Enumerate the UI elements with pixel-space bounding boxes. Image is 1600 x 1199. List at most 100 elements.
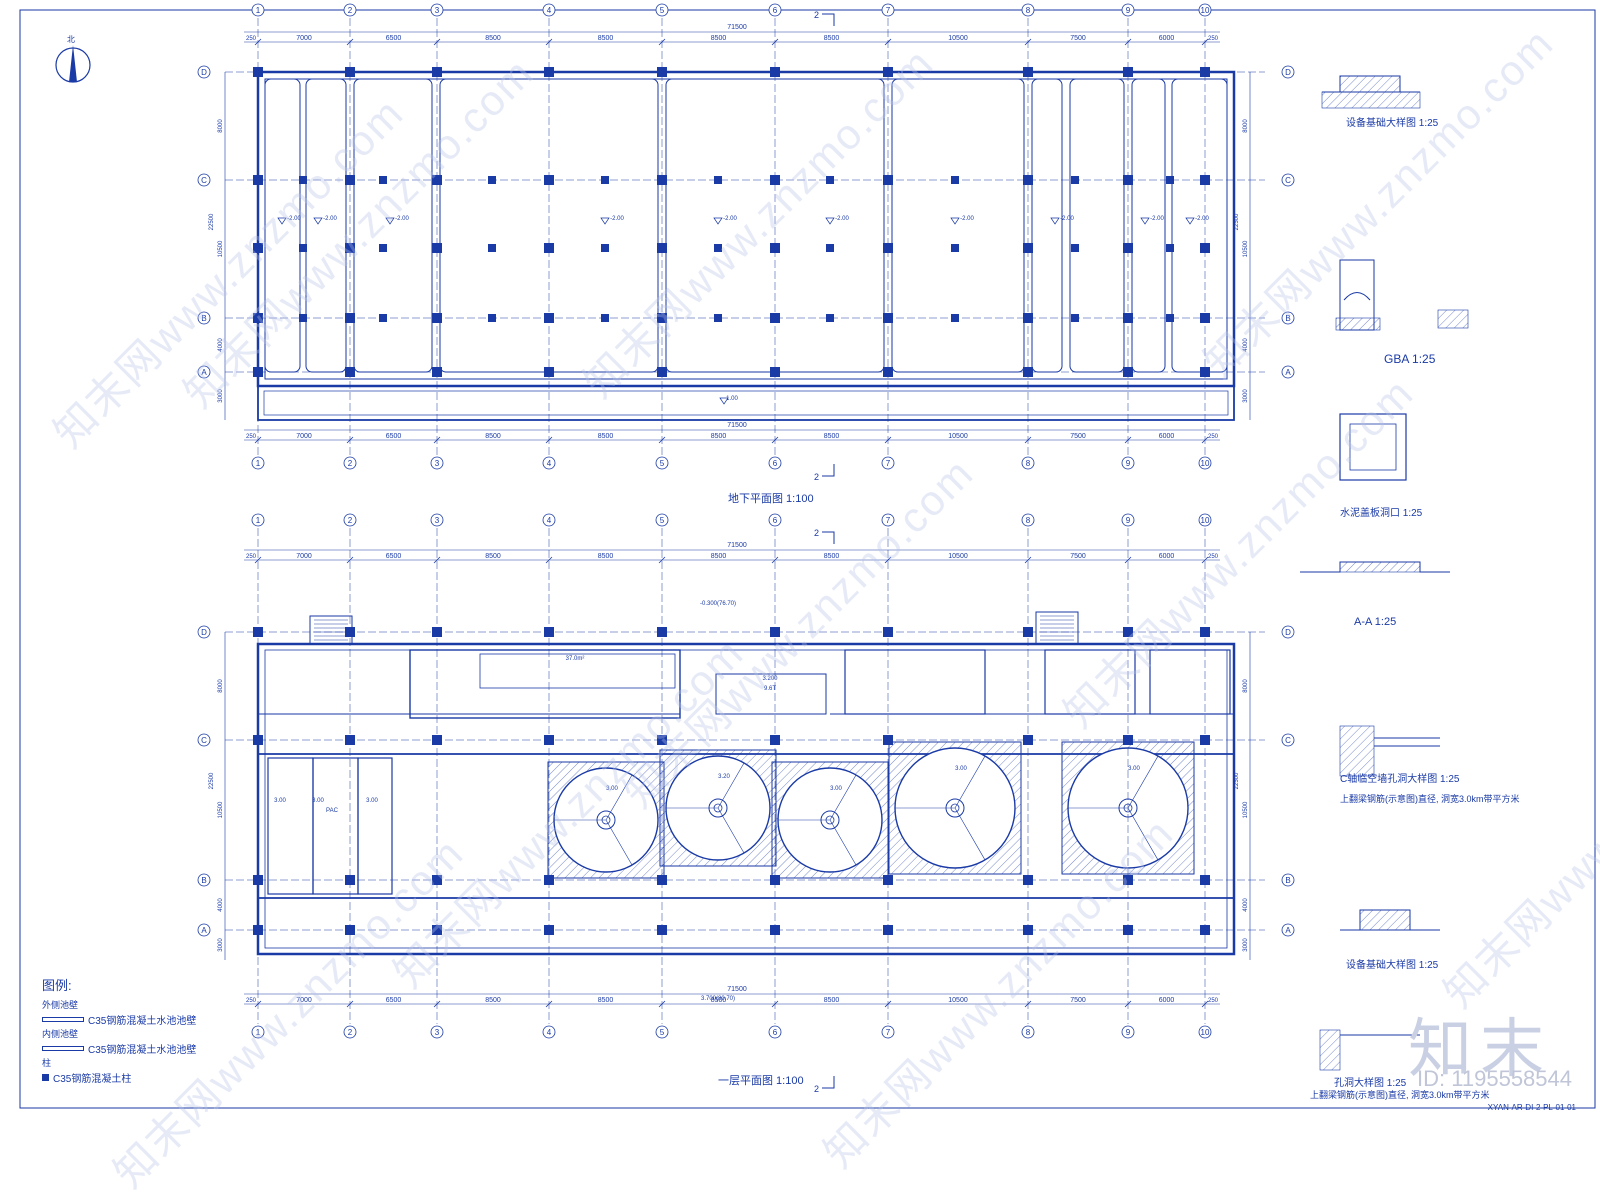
- room-outline: [305, 78, 347, 373]
- level-value: -2.00: [723, 216, 737, 222]
- column: [1023, 735, 1033, 745]
- level-marker: [385, 217, 395, 225]
- level-value: -2.00: [323, 216, 337, 222]
- axis-bubble: [881, 1025, 895, 1039]
- axis-bubble: [197, 365, 211, 379]
- dimension-span: 8500: [824, 35, 840, 42]
- axis-number: 9: [1126, 6, 1131, 15]
- dimension-edge: 250: [246, 554, 257, 560]
- dimension-tick: [1024, 1000, 1032, 1008]
- dimension-total: 71500: [727, 422, 747, 429]
- svg-text:2: 2: [814, 528, 819, 538]
- legend-column-row: C35钢筋混凝土柱: [42, 1069, 196, 1085]
- column: [253, 67, 263, 77]
- axis-number: 7: [886, 516, 891, 525]
- axis-number: 9: [1126, 459, 1131, 468]
- axis-number: 1: [256, 6, 261, 15]
- axis-number: 8: [1026, 516, 1031, 525]
- dimension-span: 8500: [598, 553, 614, 560]
- dimension-total: 71500: [727, 542, 747, 549]
- column: [657, 627, 667, 637]
- column: [1123, 313, 1133, 323]
- column: [1023, 175, 1033, 185]
- axis-number: 5: [660, 1028, 665, 1037]
- axis-letter: B: [1285, 314, 1290, 323]
- column: [883, 925, 893, 935]
- column: [345, 175, 355, 185]
- column: [657, 243, 667, 253]
- axis-bubble: [881, 513, 895, 527]
- legend-column-label: 柱: [42, 1058, 52, 1068]
- axis-bubble: [197, 873, 211, 887]
- dimension-tick: [254, 556, 262, 564]
- tank-arm: [829, 819, 857, 866]
- dimension-tick: [346, 38, 354, 46]
- column: [714, 244, 722, 252]
- dimension-tick: [433, 556, 441, 564]
- dimension-span: 10500: [948, 997, 968, 1004]
- dimension-span: 7500: [1070, 35, 1086, 42]
- level-marker: [825, 217, 835, 225]
- room-outline: [353, 78, 433, 373]
- column: [657, 175, 667, 185]
- axis-bubble: [343, 1025, 357, 1039]
- level-value: -2.00: [395, 216, 409, 222]
- tank-arm: [1127, 755, 1159, 809]
- legend: 图例: 外侧池壁 C35钢筋混凝土水池池壁 内侧池壁 C35钢筋混凝土水池池壁 …: [42, 975, 196, 1085]
- axis-bubble: [1121, 1025, 1135, 1039]
- dimension-span: 8500: [598, 433, 614, 440]
- dimension-vertical-total: 22500: [1234, 213, 1240, 230]
- axis-bubble: [251, 513, 265, 527]
- axis-bubble: [768, 3, 782, 17]
- dimension-span: 8500: [711, 35, 727, 42]
- axis-letter: D: [1285, 68, 1291, 77]
- axis-number: 7: [886, 1028, 891, 1037]
- dimension-tick: [1124, 436, 1132, 444]
- column: [544, 875, 554, 885]
- axis-number: 2: [348, 459, 353, 468]
- tank-arm: [717, 807, 745, 854]
- room-outline: [1069, 78, 1125, 373]
- column: [544, 175, 554, 185]
- column: [714, 314, 722, 322]
- column: [253, 627, 263, 637]
- column: [299, 244, 307, 252]
- column: [1166, 244, 1174, 252]
- axis-bubble: [430, 3, 444, 17]
- column: [1071, 314, 1079, 322]
- column: [770, 175, 780, 185]
- axis-number: 4: [547, 459, 552, 468]
- axis-bubble: [197, 923, 211, 937]
- column: [253, 875, 263, 885]
- dimension-span: 8500: [485, 35, 501, 42]
- axis-number: 10: [1201, 6, 1210, 15]
- title-equipment-foundation-top: 设备基础大样图 1:25: [1346, 118, 1439, 129]
- column: [770, 875, 780, 885]
- dimension-vertical: 4000: [1243, 338, 1249, 352]
- column: [657, 735, 667, 745]
- column: [1166, 176, 1174, 184]
- axis-bubble: [197, 311, 211, 325]
- axis-bubble: [197, 173, 211, 187]
- column: [883, 313, 893, 323]
- axis-letter: A: [201, 926, 207, 935]
- column: [432, 925, 442, 935]
- dimension-vertical: 10500: [218, 240, 224, 257]
- svg-text:北: 北: [67, 35, 75, 44]
- column: [1200, 175, 1210, 185]
- legend-column-text: C35钢筋混凝土柱: [53, 1073, 132, 1085]
- column: [544, 925, 554, 935]
- dimension-total: 71500: [727, 24, 747, 31]
- svg-text:2: 2: [814, 10, 819, 20]
- column: [544, 367, 554, 377]
- dimension-edge: 250: [246, 36, 257, 42]
- dimension-edge: 250: [1208, 36, 1219, 42]
- axis-number: 10: [1201, 516, 1210, 525]
- column: [432, 67, 442, 77]
- detail-equipment-foundation-top: [1321, 75, 1421, 109]
- dimension-tick: [254, 436, 262, 444]
- dimension-span: 8500: [485, 433, 501, 440]
- axis-number: 6: [773, 6, 778, 15]
